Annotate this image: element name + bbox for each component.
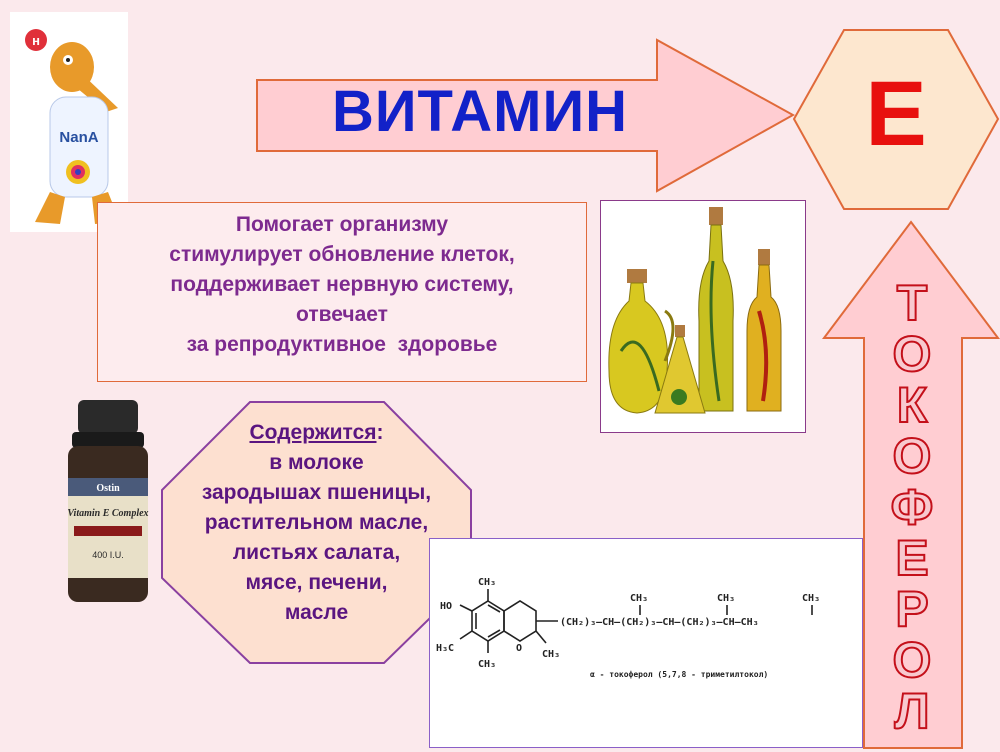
- chemical-formula-image: HO CH₃ H₃C CH₃ CH₃ O (CH₂)₃—CH—(CH₂)₃—CH…: [429, 538, 863, 748]
- hexagon-shape: [792, 29, 1000, 210]
- formula-caption: α - токоферол (5,7,8 - триметилтокол): [590, 670, 768, 679]
- jar-brand: Ostin: [96, 483, 120, 494]
- benefit-line: Помогает организму: [235, 213, 449, 236]
- tocopherol-letter: Р: [894, 581, 929, 637]
- sources-heading: Содержится: [249, 421, 377, 444]
- formula-h3c: H₃C: [436, 643, 454, 654]
- mascot-badge-text: н: [32, 33, 40, 48]
- tocopherol-vertical-word: Т О К О Ф Е Р О Л: [862, 275, 962, 739]
- oil-bottles-image: [600, 200, 806, 433]
- formula-ring-o: O: [516, 643, 522, 654]
- benefits-box: [97, 202, 587, 382]
- formula-ho: HO: [440, 601, 452, 612]
- sources-text: Содержится: в молоке зародышах пшеницы, …: [160, 418, 473, 628]
- tocopherol-letter: Ф: [890, 479, 935, 535]
- jar-label: Vitamin E Complex: [67, 508, 148, 519]
- benefit-line: поддерживает нервную систему,: [170, 273, 514, 296]
- title-arrow-shape: [256, 38, 795, 193]
- benefit-line: стимулирует обновление клеток,: [169, 243, 515, 266]
- source-item: зародышах пшеницы,: [201, 481, 432, 504]
- formula-branch: CH₃: [802, 593, 820, 604]
- tocopherol-letter: Л: [893, 683, 930, 739]
- tocopherol-letter: К: [896, 377, 929, 433]
- benefit-line: отвечает: [296, 303, 388, 326]
- tocopherol-letter: О: [892, 326, 933, 382]
- source-item: в молоке: [269, 451, 364, 474]
- tocopherol-letter: О: [892, 632, 933, 688]
- vitamin-letter: Е: [865, 63, 927, 165]
- benefits-text: Помогает организму стимулирует обновлени…: [97, 210, 587, 360]
- vitamin-jar-image: Ostin Vitamin E Complex 400 I.U.: [62, 398, 154, 606]
- sources-octagon-shape: [161, 401, 472, 664]
- source-item: листьях салата,: [232, 541, 401, 564]
- formula-chain: (CH₂)₃—CH—(CH₂)₃—CH—(CH₂)₃—CH—CH₃: [560, 617, 759, 628]
- formula-ch3-top: CH₃: [478, 577, 496, 588]
- mascot-image: н NanA: [10, 12, 128, 232]
- page-title: ВИТАМИН: [331, 79, 629, 144]
- source-item: растительном масле,: [204, 511, 429, 534]
- benefit-line: за репродуктивное здоровье: [186, 333, 498, 356]
- formula-branch: CH₃: [717, 593, 735, 604]
- formula-branch: CH₃: [630, 593, 648, 604]
- formula-ch3-bottom: CH₃: [478, 659, 496, 670]
- jar-dose: 400 I.U.: [92, 550, 124, 560]
- formula-ch3-ring: CH₃: [542, 649, 560, 660]
- up-arrow-shape: [822, 220, 1000, 749]
- mascot-label-text: NanA: [59, 129, 98, 146]
- tocopherol-letter: Е: [894, 530, 929, 586]
- source-item: масле: [284, 601, 349, 624]
- tocopherol-letter: О: [892, 428, 933, 484]
- source-item: мясе, печени,: [245, 571, 388, 594]
- sources-heading-colon: :: [376, 421, 384, 444]
- tocopherol-letter: Т: [896, 275, 929, 331]
